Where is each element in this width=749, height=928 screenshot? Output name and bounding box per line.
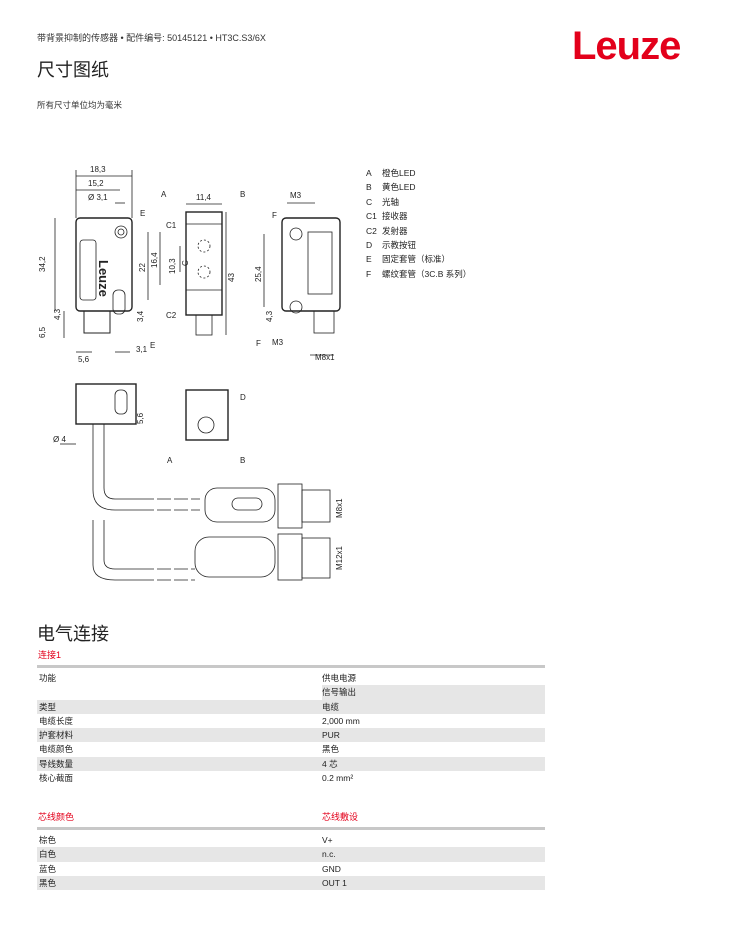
cable-views	[60, 383, 331, 581]
dimension-label: C1	[166, 221, 177, 230]
dimension-label: 25,4	[254, 266, 263, 282]
leuze-logo: Leuze	[572, 24, 681, 68]
dimension-label: Leuze	[96, 260, 111, 297]
table-row: 信号输出	[37, 685, 545, 700]
dimension-label: Ø 4	[53, 435, 66, 444]
table-row: 电缆颜色黑色	[39, 744, 340, 755]
dimension-label: B	[240, 456, 245, 465]
dimension-label: 16,4	[150, 252, 159, 268]
dimension-label: 3,1	[136, 345, 148, 354]
dimension-label: M12x1	[335, 545, 344, 570]
divider	[37, 665, 545, 668]
dimension-label: A	[161, 190, 167, 199]
dimension-label: 34,2	[38, 256, 47, 272]
dimension-label: F	[256, 339, 261, 348]
front-view: Leuze	[54, 170, 161, 353]
dimension-label: 5,6	[136, 412, 145, 424]
dimension-label: M8x1	[335, 498, 344, 518]
dimension-label: 10,3	[168, 258, 177, 274]
dimension-label: 6,5	[38, 326, 47, 338]
divider	[37, 827, 545, 830]
dimension-label: 11,4	[196, 193, 212, 202]
dimension-label: Ø 3,1	[88, 193, 108, 202]
dimension-label: M8x1	[315, 353, 335, 362]
side-view	[179, 203, 227, 336]
wire-assignment-header: 芯线敷设	[322, 812, 359, 822]
dimension-label: 43	[227, 273, 236, 282]
dimensions-title: 尺寸图纸	[37, 60, 109, 80]
dimension-label: 4,3	[265, 310, 274, 322]
units-note: 所有尺寸单位均为毫米	[37, 100, 123, 110]
dimension-label: D	[240, 393, 246, 402]
dimension-label: E	[140, 209, 145, 218]
dimension-label: M3	[290, 191, 302, 200]
back-view	[263, 202, 341, 356]
dimension-label: E	[150, 341, 155, 350]
dimension-label: C2	[166, 311, 177, 320]
dimension-label: 3,4	[136, 310, 145, 322]
product-subtitle: 带背景抑制的传感器 • 配件编号: 50145121 • HT3C.S3/6X	[37, 33, 266, 43]
dimension-label: 4,3	[53, 308, 62, 320]
dimension-label: A	[167, 456, 173, 465]
dimension-label: 22	[138, 263, 147, 272]
dimension-label: 18,3	[90, 165, 106, 174]
dimension-drawing: Leuze 18,3 15,2 Ø 3,1 E E 34,2 22 16,4 4…	[38, 165, 344, 581]
dimension-label: 15,2	[88, 179, 104, 188]
connection-title: 连接1	[38, 650, 62, 660]
dimension-label: M3	[272, 338, 284, 347]
electrical-title: 电气连接	[37, 624, 109, 644]
dimension-label: 5,6	[78, 355, 90, 364]
dimension-label: B	[240, 190, 245, 199]
dimension-label: C	[181, 260, 190, 266]
dimension-label: F	[272, 211, 277, 220]
wire-color-header: 芯线颜色	[38, 812, 75, 822]
table-row: 类型电缆	[37, 699, 545, 714]
table-row: 功能供电电源	[39, 673, 357, 683]
